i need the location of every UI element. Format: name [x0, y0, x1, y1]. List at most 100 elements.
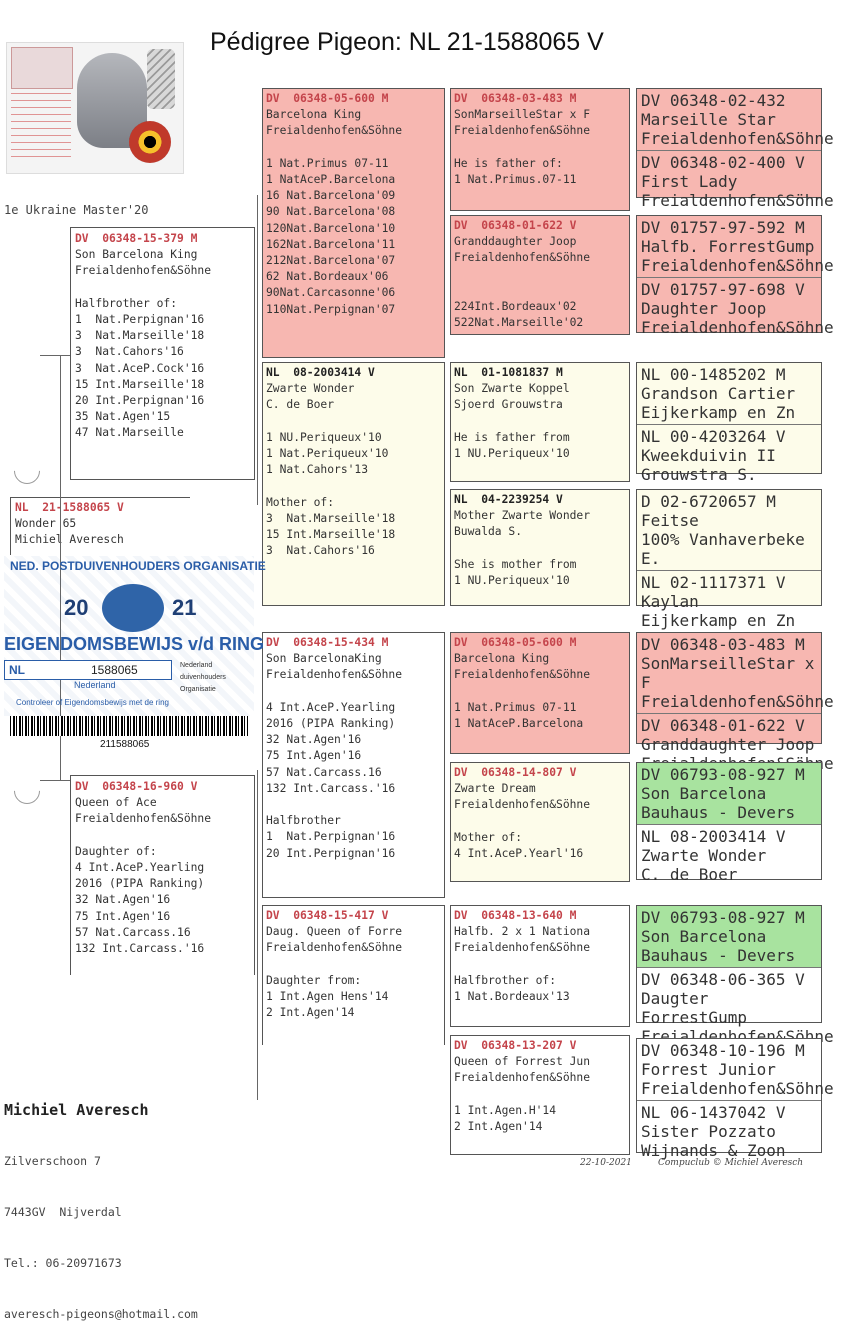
pedigree-line: Eijkerkamp en Zn [641, 403, 796, 422]
ring-number: DV 06348-15-434 M [266, 636, 389, 649]
pedigree-line: Zwarte Wonder [266, 382, 355, 396]
pedigree-line: Son BarcelonaKing [266, 652, 382, 666]
ring-number: NL 00-1485202 M [641, 365, 786, 384]
pedigree-line: 15 Int.Marseille'18 [75, 377, 205, 391]
pedigree-line: Freialdenhofen&Söhne [75, 264, 212, 278]
punch-hole-icon [8, 452, 46, 490]
pedigree-line: Barcelona King [266, 108, 362, 122]
pedigree-line: Eijkerkamp en Zn [641, 611, 796, 630]
owner-email: averesch-pigeons@hotmail.com [4, 1307, 198, 1321]
pedigree-line: Son Zwarte Koppel [454, 382, 570, 396]
pedigree-line: Sister Pozzato [641, 1122, 776, 1141]
pedigree-line [266, 414, 441, 430]
pedigree-line [266, 957, 441, 973]
pedigree-line: 90Nat.Carcasonne'06 [266, 286, 396, 300]
pedigree-line: Daugter ForrestGump [641, 989, 747, 1027]
pedigree-line: 1 NU.Periqueux'10 [266, 430, 382, 444]
pedigree-line: C. de Boer [641, 865, 738, 884]
pedigree-line: Grouwstra S. [641, 465, 757, 484]
pedigree-line: 75 Int.Agen'16 [75, 909, 171, 923]
pedigree-line: Halfb. 2 x 1 Nationa [454, 925, 591, 939]
subject-name: Wonder 65 [15, 517, 77, 531]
pedigree-line: 1 Nat.Cahors'13 [266, 463, 369, 477]
ring-number: DV 06348-02-432 [641, 91, 786, 110]
pedigree-line: SonMarseilleStar x F [454, 108, 591, 122]
print-date: 22-10-2021 [580, 1158, 632, 1168]
ring-number: NL 08-2003414 V [641, 827, 786, 846]
pedigree-line: Marseille Star [641, 110, 776, 129]
pedigree-line: Son Barcelona [641, 784, 767, 803]
pedigree-line: 3 Nat.Cahors'16 [75, 345, 184, 359]
subject-box: NL 21-1588065 V Wonder 65 Michiel Averes… [10, 497, 190, 555]
pedigree-line: 132 Int.Carcass.'16 [266, 781, 396, 795]
pedigree-line: Freialdenhofen&Söhne [454, 798, 591, 812]
pedigree-line: Daughter Joop [641, 299, 767, 318]
punch-hole-icon [8, 772, 46, 810]
footer-credit: Compuclub © Michiel Averesch [658, 1158, 804, 1168]
pedigree-line: 132 Int.Carcass.'16 [75, 942, 205, 956]
ring-number: DV 06793-08-927 M [641, 908, 805, 927]
pedigree-line [454, 541, 626, 557]
pedigree-line: Freialdenhofen&Söhne [641, 318, 834, 337]
pedigree-line: 3 Nat.Cahors'16 [266, 544, 375, 558]
ring-number: DV 06348-02-400 V [641, 153, 805, 172]
pedigree-line [75, 280, 250, 296]
barcode-number: 211588065 [100, 739, 150, 750]
pedigree-line: Freialdenhofen&Söhne [454, 1071, 591, 1085]
ring-number: DV 06348-01-622 V [454, 219, 577, 232]
pedigree-line: 120Nat.Barcelona'10 [266, 221, 396, 235]
pedigree-line: Mother of: [454, 830, 523, 844]
ring-number: DV 06348-06-365 V [641, 970, 805, 989]
ring-number: DV 06348-01-622 V [641, 716, 805, 735]
pedigree-line: Wijnands & Zoon [641, 1141, 786, 1160]
pedigree-line [454, 684, 626, 700]
pigeon-photo-logo [6, 42, 184, 174]
pedigree-line: 75 Int.Agen'16 [266, 749, 362, 763]
ring-number-field: NL 1588065 [4, 660, 172, 680]
pedigree-line: Son Barcelona [641, 927, 767, 946]
pedigree-line: Kweekduivin II [641, 446, 776, 465]
pedigree-line: Halfbrother of: [75, 296, 178, 310]
pedigree-line: 62 Nat.Bordeaux'06 [266, 270, 389, 284]
pedigree-line: 1 Nat.Periqueux'10 [266, 447, 389, 461]
ring-number: DV 06348-05-600 M [266, 92, 389, 105]
pedigree-line: 4 Int.AceP.Yearl'16 [454, 847, 584, 861]
pedigree-line: 1 Int.Agen.H'14 [454, 1103, 557, 1117]
pedigree-line: 15 Int.Marseille'18 [266, 528, 396, 542]
pedigree-line: Freialdenhofen&Söhne [266, 941, 403, 955]
pedigree-line: Barcelona King [454, 652, 550, 666]
pedigree-line: 32 Nat.Agen'16 [75, 893, 171, 907]
pedigree-line: Freialdenhofen&Söhne [266, 668, 403, 682]
pedigree-line: 2016 (PIPA Ranking) [75, 877, 205, 891]
pedigree-line: Kaylan [641, 592, 699, 611]
pedigree-line: Freialdenhofen&Söhne [641, 1079, 834, 1098]
ring-number: DV 06348-10-196 M [641, 1041, 805, 1060]
pedigree-line [266, 684, 441, 700]
pedigree-line: Halfb. ForrestGump [641, 237, 815, 256]
pedigree-line: Granddaughter Joop [641, 735, 815, 754]
barcode-icon [10, 716, 248, 736]
ring-number: NL 04-2239254 V [454, 493, 563, 506]
pedigree-line: 4 Int.AceP.Yearling [75, 861, 205, 875]
pedigree-line: Freialdenhofen&Söhne [454, 941, 591, 955]
pedigree-line: Freialdenhofen&Söhne [454, 251, 591, 265]
pedigree-line: Queen of Ace [75, 796, 157, 810]
pedigree-line: 90 Nat.Barcelona'08 [266, 205, 396, 219]
pedigree-line [75, 828, 250, 844]
